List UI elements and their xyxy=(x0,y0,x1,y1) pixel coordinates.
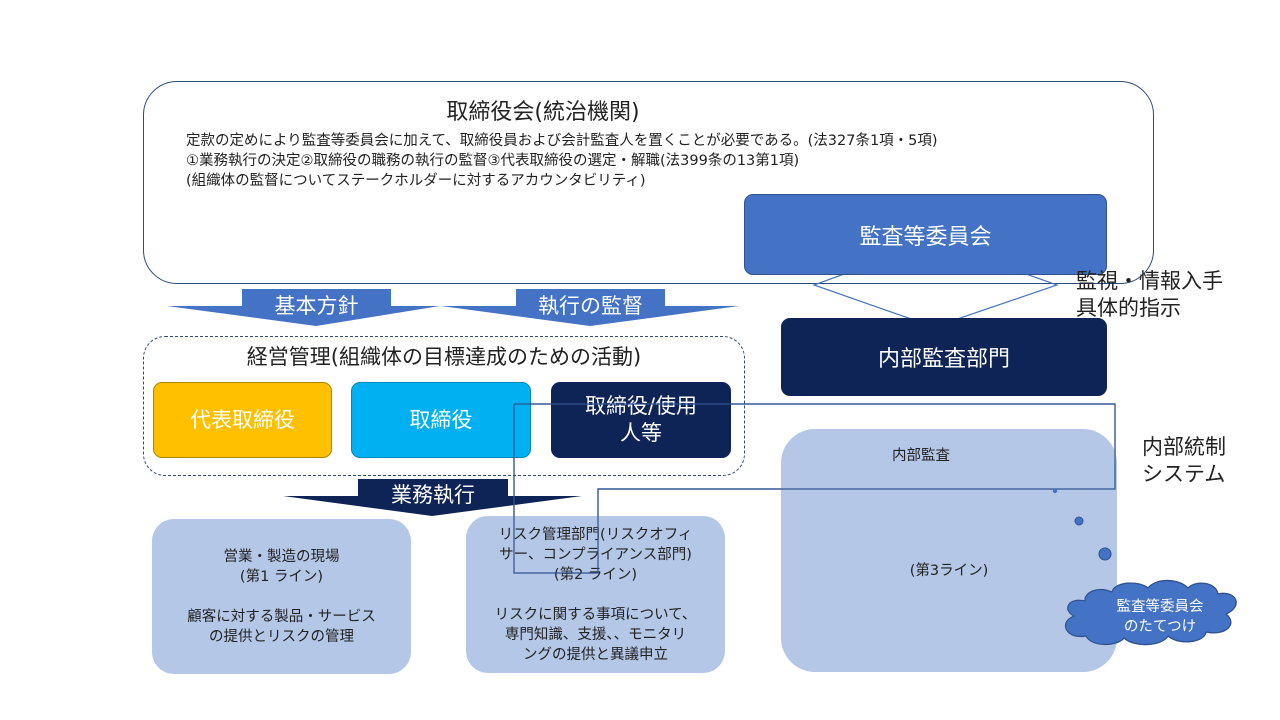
monitoring-line-1: 監視・情報入手 xyxy=(1076,269,1223,293)
second-line-desc-3: ングの提供と異議申立 xyxy=(523,646,668,663)
basic-policy-label: 基本方針 xyxy=(274,294,359,318)
director-box: 取締役 xyxy=(351,382,531,458)
business-execution-arrow xyxy=(283,479,582,516)
second-line-title-1: リスク管理部門(リスクオフィ xyxy=(498,526,693,543)
board-title: 取締役会(統治機関) xyxy=(446,100,640,125)
execution-oversight-arrow xyxy=(441,289,739,326)
internal-control-label: 内部統制 システム xyxy=(1142,434,1226,488)
board-line-1: 定款の定めにより監査等委員会に加えて、取締役員および会計監査人を置くことが必要で… xyxy=(186,133,938,149)
internal-audit-department-box: 内部監査部門 xyxy=(781,318,1107,396)
management-title: 経営管理(組織体の目標達成のための活動) xyxy=(246,345,642,369)
board-description: 定款の定めにより監査等委員会に加えて、取締役員および会計監査人を置くことが必要で… xyxy=(186,131,938,191)
first-line-title: 営業・製造の現場 xyxy=(223,548,340,565)
director-employee-label-line-1: 取締役/使用 xyxy=(584,394,698,418)
second-line-desc-2: 専門知識、支援、、モニタリ xyxy=(504,626,687,643)
callout-line-1: 監査等委員会 xyxy=(1116,599,1204,615)
audit-committee-box: 監査等委員会 xyxy=(744,194,1107,275)
audit-committee-label: 監査等委員会 xyxy=(859,224,992,250)
board-line-3: (組織体の監督についてステークホルダーに対するアカウンタビリティ) xyxy=(186,173,646,189)
third-line-label: (第3ライン) xyxy=(909,563,989,579)
first-line-box: 営業・製造の現場 (第1 ライン) 顧客に対する製品・サービス の提供とリスクの… xyxy=(152,519,411,674)
callout-line-2: のたてつけ xyxy=(1123,619,1197,635)
business-execution-label: 業務執行 xyxy=(391,483,475,507)
representative-director-box: 代表取締役 xyxy=(153,382,332,458)
director-employee-label-line-2: 人等 xyxy=(619,421,662,445)
internal-audit-title: 内部監査 xyxy=(892,448,950,464)
second-line-desc-1: リスクに関する事項について、 xyxy=(494,606,697,623)
monitoring-line-2: 具体的指示 xyxy=(1076,296,1181,320)
first-line-desc-1: 顧客に対する製品・サービス xyxy=(187,608,376,625)
board-line-2: ①業務執行の決定②取締役の職務の執行の監督③代表取締役の選定・解職(法399条の… xyxy=(186,153,800,169)
director-employee-box: 取締役/使用 人等 xyxy=(551,382,731,458)
first-line-subtitle: (第1 ライン) xyxy=(239,568,324,585)
second-line-box: リスク管理部門(リスクオフィ サー、コンプライアンス部門) (第2 ライン) リ… xyxy=(466,516,725,673)
second-line-title-2: サー、コンプライアンス部門) xyxy=(499,546,692,563)
internal-control-line-2: システム xyxy=(1142,462,1226,486)
representative-director-label: 代表取締役 xyxy=(190,407,295,432)
monitoring-label: 監視・情報入手 具体的指示 xyxy=(1076,268,1223,322)
second-line-subtitle: (第2 ライン) xyxy=(553,566,638,583)
execution-oversight-label: 執行の監督 xyxy=(538,294,643,318)
internal-control-line-1: 内部統制 xyxy=(1142,435,1226,459)
internal-audit-department-label: 内部監査部門 xyxy=(877,347,1010,372)
internal-audit-panel xyxy=(781,429,1117,672)
first-line-desc-2: の提供とリスクの管理 xyxy=(209,628,354,645)
callout-text: 監査等委員会 のたてつけ xyxy=(1080,597,1240,637)
basic-policy-arrow xyxy=(167,289,440,326)
director-label: 取締役 xyxy=(409,407,473,432)
